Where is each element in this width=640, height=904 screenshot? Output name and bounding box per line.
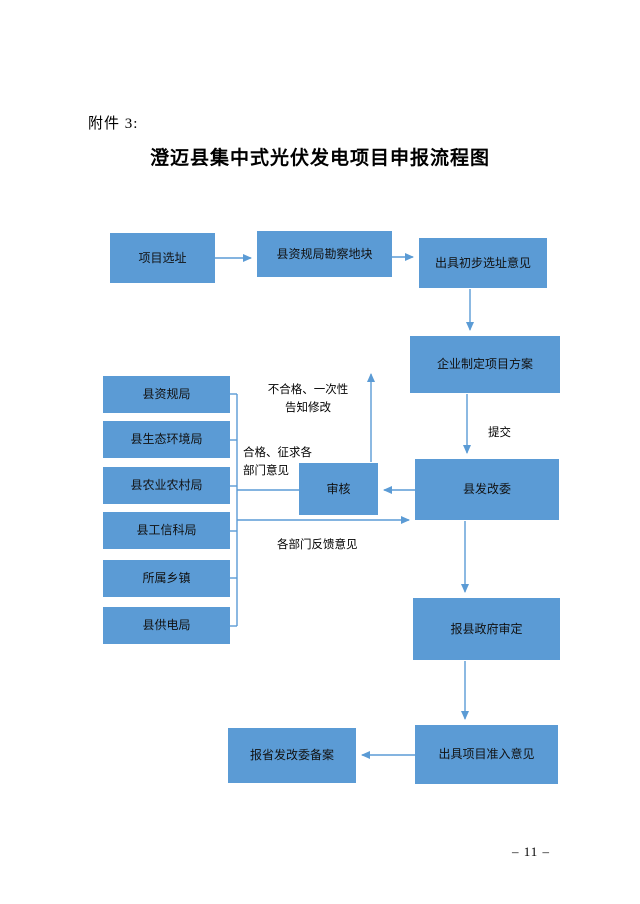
edge-label-qualified: 合格、征求各 部门意见 — [243, 447, 312, 477]
node-dept-power-supply: 县供电局 — [103, 607, 230, 644]
node-county-gov-approval: 报县政府审定 — [413, 598, 560, 660]
node-county-drc: 县发改委 — [415, 459, 559, 520]
edge-label-submit: 提交 — [488, 427, 511, 439]
node-dept-ecology-environment: 县生态环境局 — [103, 421, 230, 458]
page-title: 澄迈县集中式光伏发电项目申报流程图 — [149, 148, 490, 169]
node-dept-agriculture-rural: 县农业农村局 — [103, 467, 230, 504]
node-review: 审核 — [299, 463, 378, 515]
node-preliminary-opinion: 出具初步选址意见 — [419, 238, 547, 288]
node-dept-industry-info-science: 县工信科局 — [103, 512, 230, 549]
node-survey: 县资规局勘察地块 — [257, 231, 392, 277]
attachment-label: 附件 3: — [88, 116, 139, 132]
node-site-selection: 项目选址 — [110, 233, 215, 283]
node-dept-township: 所属乡镇 — [103, 560, 230, 597]
page-number: – 11 – — [512, 844, 551, 859]
node-access-opinion: 出具项目准入意见 — [415, 725, 558, 784]
edge-label-feedback: 各部门反馈意见 — [277, 539, 358, 551]
node-dept-resources-planning: 县资规局 — [103, 376, 230, 413]
edge-label-unqualified: 不合格、一次性 告知修改 — [267, 384, 349, 414]
node-enterprise-plan: 企业制定项目方案 — [410, 336, 560, 393]
node-provincial-filing: 报省发改委备案 — [228, 728, 356, 783]
